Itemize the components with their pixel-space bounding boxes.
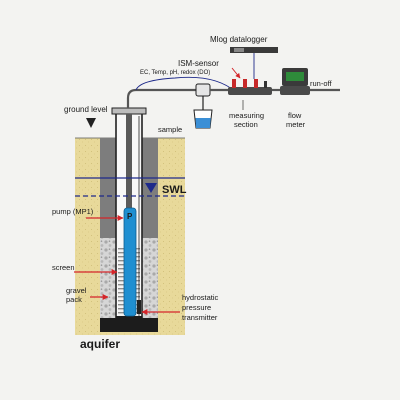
datalogger-port [234,48,244,52]
sensor-probe-2 [243,79,247,88]
swl-triangle-icon [145,183,157,193]
measuring-label-2: section [234,120,258,129]
sample-valve[interactable] [195,83,211,97]
sensor-probe-3 [254,79,258,88]
ism-pointer [231,67,241,79]
hydro-label-2: pressure [182,303,211,312]
screen-label: screen [52,263,75,272]
sample-label: sample [158,125,182,134]
sensor-probe-4 [264,81,267,88]
measuring-chamber [228,87,272,95]
datalogger-device [230,47,278,53]
flow-meter-display [286,72,304,81]
datalogger-cable [135,76,237,93]
datalogger-label: Mlog datalogger [210,35,268,44]
flow-label-1: flow [288,111,302,120]
ground-level-arrow-icon [86,118,96,128]
bottom-seal [100,318,158,332]
riser-pipe [126,114,132,214]
ism-params-label: EC, Temp, pH, redox (DO) [140,70,210,76]
hydro-label-3: transmitter [182,313,218,322]
ground-level-label: ground level [64,105,108,114]
flow-label-2: meter [286,120,306,129]
pump-mark: P [127,212,133,221]
pump-label: pump (MP1) [52,207,94,216]
measuring-label-1: measuring [229,111,264,120]
run-off-label: run-off [310,79,332,88]
ism-sensor-label: ISM-sensor [178,59,219,68]
hydro-label-1: hydrostatic [182,293,219,302]
casing-bottom [116,316,142,322]
discharge-pipe [126,88,196,108]
gravel-label-2: pack [66,295,82,304]
flow-meter-body [280,86,310,95]
gravel-label-1: gravel [66,286,87,295]
pressure-transmitter [137,300,141,314]
well-cap [111,107,147,115]
pump-mp1 [123,207,137,317]
aquifer-label: aquifer [80,337,120,351]
sensor-probe-1 [232,79,236,88]
sample-water [195,118,211,128]
swl-label: SWL [162,184,187,196]
